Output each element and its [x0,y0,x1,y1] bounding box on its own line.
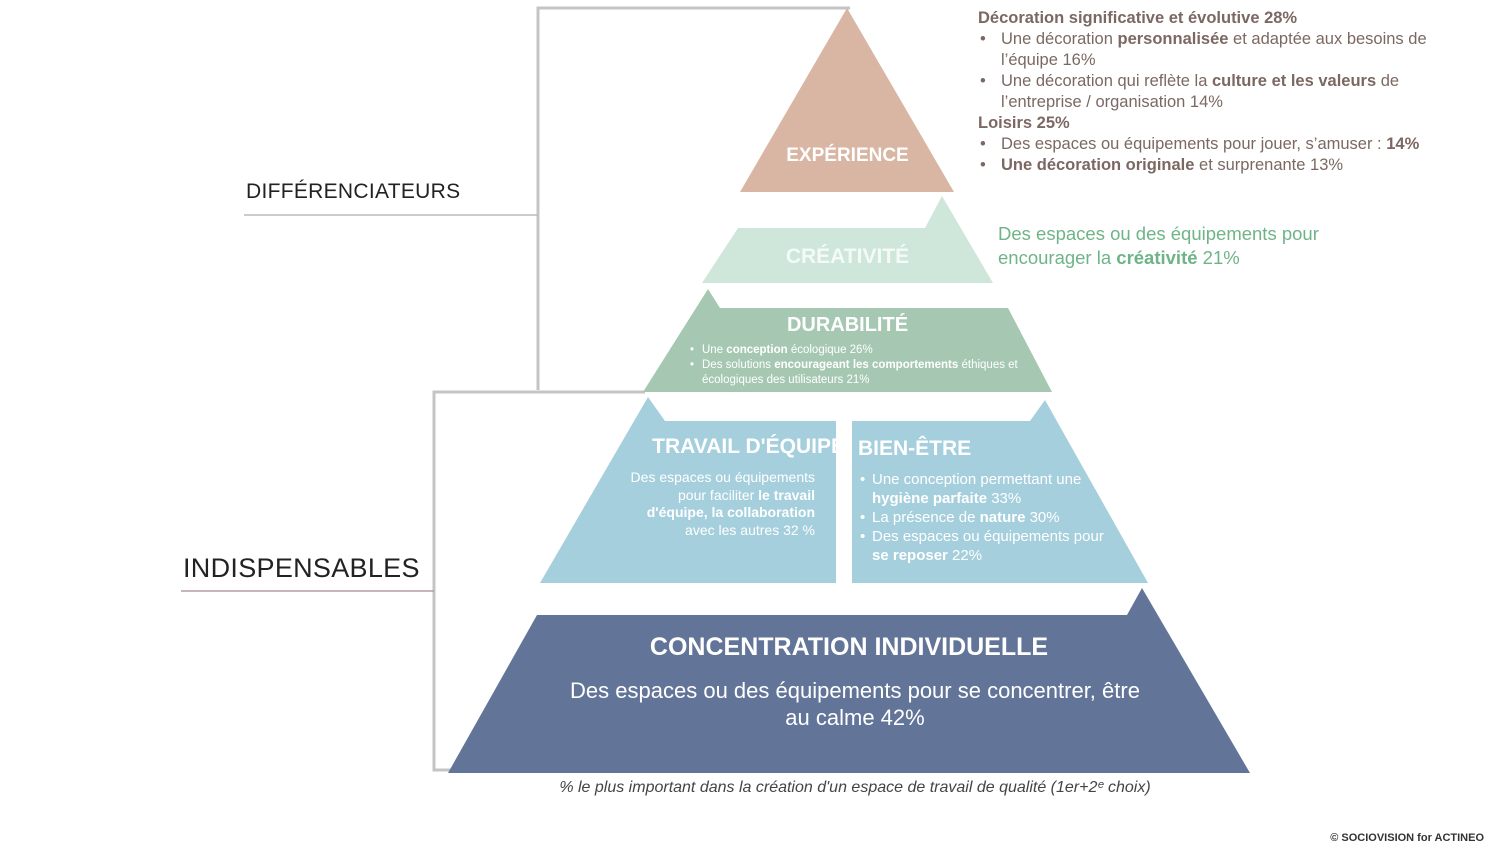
differentiators-label: DIFFÉRENCIATEURS [246,180,461,203]
wellbeing-item: Une conception permettant une hygiène pa… [860,470,1120,508]
sustainability-item: Une conception écologique 26% [690,343,1030,358]
creativity-tier-shape [702,196,993,283]
concentration-tier-shape [448,588,1250,773]
decoration-item: Une décoration qui reflète la culture et… [978,71,1458,113]
concentration-title: CONCENTRATION INDIVIDUELLE [649,633,1049,661]
experience-tier-shape [740,8,954,192]
sustainability-item: Des solutions encourageant les comportem… [690,358,1030,388]
leisure-heading: Loisirs 25% [978,114,1070,132]
experience-notes: Décoration significative et évolutive 28… [978,8,1458,176]
wellbeing-title: BIEN-ÊTRE [858,437,972,460]
leisure-item: Des espaces ou équipements pour jouer, s… [978,134,1458,155]
creativity-note: Des espaces ou des équipements pour enco… [998,223,1319,268]
wellbeing-item: La présence de nature 30% [860,508,1120,527]
concentration-description: Des espaces ou des équipements pour se c… [570,678,1140,730]
essentials-label: INDISPENSABLES [183,553,420,583]
sustainability-title: DURABILITÉ [786,314,909,336]
wellbeing-list: Une conception permettant une hygiène pa… [860,470,1120,565]
wellbeing-item: Des espaces ou équipements pour se repos… [860,527,1120,565]
leisure-item: Une décoration originale et surprenante … [978,155,1458,176]
creativity-title: CRÉATIVITÉ [785,245,910,268]
essentials-bracket [432,390,645,772]
decoration-item: Une décoration personnalisée et adaptée … [978,29,1458,71]
sustainability-list: Une conception écologique 26% Des soluti… [690,343,1030,388]
caption: % le plus important dans la création d'u… [559,779,1151,796]
teamwork-title: TRAVAIL D'ÉQUIPE [652,435,845,458]
decoration-heading: Décoration significative et évolutive 28… [978,9,1298,27]
differentiators-bracket [536,6,850,390]
teamwork-description: Des espaces ou équipements pour facilite… [630,469,815,538]
experience-title: EXPÉRIENCE [786,145,909,166]
copyright: © SOCIOVISION for ACTINEO [1330,832,1484,844]
teamwork-tier-shape [540,397,836,583]
